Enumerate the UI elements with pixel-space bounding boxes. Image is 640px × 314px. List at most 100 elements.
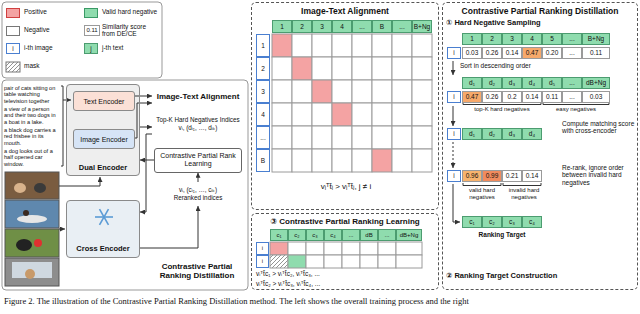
legend-sample: 0.11 <box>84 25 100 36</box>
grid-cell <box>270 255 288 268</box>
grid-cell <box>272 80 292 103</box>
training-panel <box>2 80 248 290</box>
table-cell: 1 <box>272 20 292 33</box>
table-cell: ... <box>342 229 360 241</box>
table-cell: i <box>256 255 269 268</box>
table-cell: ... <box>562 77 582 89</box>
table-cell: 3 <box>502 33 522 45</box>
encoder-ground <box>66 84 140 176</box>
grid-cell <box>372 34 392 57</box>
table-cell: 0.47 <box>462 91 482 103</box>
grid-cell <box>288 255 306 268</box>
node-label: vᵢ, (dᵢ₁, …, dᵢₖ) <box>179 124 218 132</box>
node-label: Cross Encoder <box>76 244 129 253</box>
photo-detail <box>25 269 35 279</box>
grid-cell <box>412 103 432 126</box>
table-cell: c₁ <box>270 229 288 241</box>
step-label: Image-Text Alignment <box>152 88 244 106</box>
node-label: Dual Encoder <box>79 163 127 172</box>
table-cell: 0.11 <box>582 47 610 59</box>
grid-cell <box>292 126 312 149</box>
grid-cell <box>332 126 352 149</box>
table-cell: 3 <box>312 20 332 33</box>
table-cell: i <box>447 91 461 103</box>
row-label: Ranking Target <box>462 231 542 241</box>
grid-cell <box>312 34 332 57</box>
grid-cell <box>392 34 412 57</box>
table-cell: 2 <box>482 33 502 45</box>
grid-cell <box>306 255 324 268</box>
grid-cell <box>312 57 332 80</box>
grid-cell <box>332 80 352 103</box>
grid-cell <box>292 149 312 172</box>
table-cell: 0.14 <box>522 91 542 103</box>
table-cell: 0.20 <box>542 47 562 59</box>
note: Sort in descending order <box>460 62 580 72</box>
grid-cell <box>324 255 342 268</box>
node-label: ③ Contrastive Partial Ranking Learning <box>252 214 438 226</box>
table-cell: c₄ <box>324 229 342 241</box>
photo <box>5 172 59 199</box>
grid-cell <box>272 149 292 172</box>
grid-cell <box>360 255 378 268</box>
legend-text: Similarity score from DE/CE <box>102 23 160 38</box>
table-cell: 0.47 <box>522 47 542 59</box>
table-cell: 0.14 <box>502 47 522 59</box>
note: Compute matching score with cross-encode… <box>562 120 636 146</box>
grid-cell <box>412 80 432 103</box>
table-cell: B+Ng <box>412 20 432 33</box>
section-heading: ② Ranking Target Construction <box>446 272 616 283</box>
connector <box>140 127 152 128</box>
table-cell: 0.99 <box>482 170 502 182</box>
table-cell: c₂ <box>482 216 502 228</box>
section-heading: ① Hard Negative Sampling <box>446 19 596 29</box>
table-cell: 0.26 <box>482 91 502 103</box>
grid-cell <box>396 255 422 268</box>
grid-cell <box>272 126 292 149</box>
bracket <box>503 183 541 186</box>
node-label: Image Encoder <box>80 136 127 143</box>
bracket-label: valid hard negatives <box>460 187 504 203</box>
table-cell: c₁ <box>462 216 482 228</box>
table-cell: dB <box>360 229 378 241</box>
table-cell: B+Ng <box>582 33 610 45</box>
table-cell: i <box>447 170 461 182</box>
grid-cell <box>412 149 432 172</box>
table-cell: dB+Ng <box>396 229 422 241</box>
grid-cell <box>270 242 288 255</box>
panel: Contrastive Partial Ranking Distillation <box>442 2 638 290</box>
grid-cell <box>292 57 312 80</box>
grid-cell <box>412 34 432 57</box>
table-cell: d₁ <box>462 77 482 89</box>
node-label: Contrastive Partial Ranking Distillation <box>443 3 637 16</box>
legend-text: i-th image <box>24 44 80 51</box>
node-label: Contrastive Partial Rank Learning <box>158 152 238 169</box>
table-cell: 0.03 <box>582 91 610 103</box>
bracket-label: invalid hard negatives <box>502 187 546 203</box>
caption-text: a view of a person and their two dogs in… <box>4 106 60 126</box>
grid-cell <box>312 80 332 103</box>
bracket <box>463 183 501 186</box>
encoder-box: Cross Encoder <box>66 200 140 258</box>
step-arrow <box>453 61 454 75</box>
grid-cell <box>392 57 412 80</box>
grid-cell <box>292 103 312 126</box>
photo <box>5 258 59 286</box>
photo-detail <box>17 215 47 223</box>
bracket <box>463 103 541 105</box>
mask-sample <box>6 62 20 72</box>
grid-cell <box>352 149 372 172</box>
table-cell: d₁ <box>462 128 482 140</box>
table-cell: ... <box>562 33 582 45</box>
connector <box>198 173 199 182</box>
grid-cell <box>324 242 342 255</box>
table-cell: 4 <box>256 103 270 126</box>
grid-cell <box>372 57 392 80</box>
connector <box>140 160 154 161</box>
grid-cell <box>342 242 360 255</box>
photo-detail <box>23 210 29 216</box>
connector <box>140 206 198 248</box>
photo <box>5 200 59 228</box>
snowflake-arm <box>100 209 109 225</box>
caption-text: pair of cats sitting on table watching t… <box>4 85 60 105</box>
